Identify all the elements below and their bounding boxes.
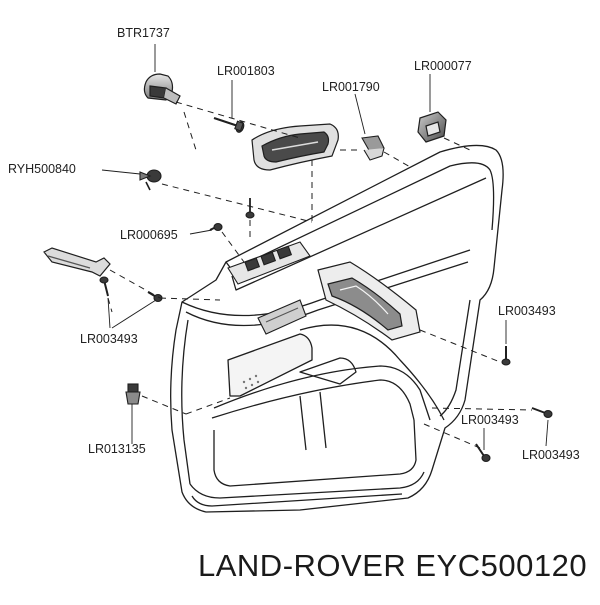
panel-belt-line	[181, 249, 471, 317]
panel-right-inner	[439, 299, 471, 417]
handle-housing	[317, 261, 421, 341]
switch-1	[244, 257, 261, 272]
panel-bottom-edge	[191, 493, 403, 507]
panel-left-inner	[181, 319, 191, 485]
panel-outline	[170, 144, 504, 513]
window-switch-pack	[227, 241, 311, 285]
map-pocket-lip	[189, 471, 425, 499]
ryh500840-clip	[139, 169, 162, 191]
mirror-switch	[257, 299, 307, 335]
panel-recess-2	[299, 357, 357, 385]
footer-part-title: LAND-ROVER EYC500120	[198, 548, 588, 583]
label-lr003493-right-mid: LR003493	[461, 413, 519, 427]
label-ryh500840: RYH500840	[8, 162, 76, 176]
btr1737-part	[143, 73, 181, 105]
label-lr001790: LR001790	[322, 80, 380, 94]
switch-3	[276, 245, 293, 260]
lr001790-handle	[251, 123, 339, 171]
label-lr000077: LR000077	[414, 59, 472, 73]
lr001803-screw	[213, 116, 245, 133]
lr013135-clip	[125, 383, 141, 405]
lr001790-clip	[361, 135, 385, 161]
panel-top-ridge	[225, 162, 495, 271]
door-trim-panel	[170, 144, 504, 513]
map-pocket-top	[211, 379, 415, 421]
panel-recess	[227, 333, 313, 397]
center-screw	[245, 198, 255, 219]
label-lr003493-right-lower: LR003493	[522, 448, 580, 462]
assembly-lines	[107, 101, 533, 449]
panel-belt-line-2	[185, 261, 469, 327]
switch-2	[260, 251, 277, 266]
label-lr003493-left: LR003493	[80, 332, 138, 346]
lr003493-right-screws	[475, 346, 553, 463]
leader-lines	[101, 44, 549, 450]
armrest-inner	[213, 365, 431, 421]
grille-dots	[242, 374, 260, 390]
lr000077-bracket	[417, 111, 447, 143]
pull-handle-bracket	[43, 247, 111, 277]
armrest-outline	[299, 324, 445, 421]
label-lr001803: LR001803	[217, 64, 275, 78]
label-btr1737: BTR1737	[117, 26, 170, 40]
pocket-rib	[299, 391, 327, 451]
label-lr013135: LR013135	[88, 442, 146, 456]
label-lr003493-right-upper: LR003493	[498, 304, 556, 318]
lr003493-left-screws	[99, 276, 163, 303]
map-pocket	[213, 419, 417, 487]
label-lr000695: LR000695	[120, 228, 178, 242]
panel-top-ridge-inner	[231, 177, 487, 291]
lr000695-pin	[209, 222, 223, 232]
